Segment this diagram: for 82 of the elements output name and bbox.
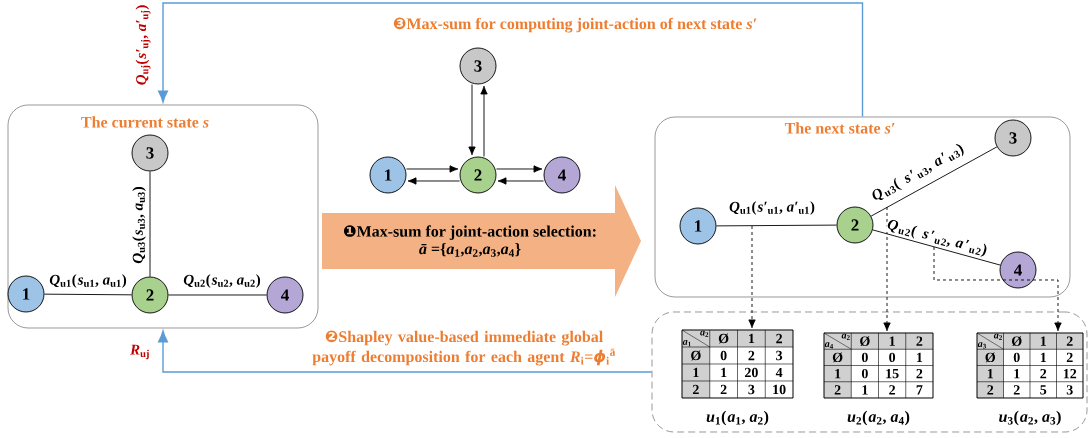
feedback-arrow <box>158 2 864 118</box>
edge-label: Q$_{u2}$(s′$_{u2}$, a′$_{u2}$) <box>885 217 989 259</box>
table-cell: 2 <box>889 385 895 395</box>
table-cell: 2 <box>776 333 782 344</box>
table-cell: 15 <box>886 368 899 379</box>
leader-line <box>748 225 756 329</box>
table-cell: 2 <box>720 384 727 395</box>
table-cell: 3 <box>776 350 783 361</box>
step-caption: ❷Shapley value-based immediate global payoff decomposition for each agent R$_{i}$=ϕ$_{i}$ā <box>312 330 616 366</box>
table-cell: Ø <box>691 350 701 361</box>
table-cell: 2 <box>916 336 923 346</box>
table-cell: 1 <box>693 367 699 378</box>
connector-line <box>870 146 998 217</box>
leader-line <box>933 246 1062 332</box>
table-cell: 1 <box>749 333 755 344</box>
feedback-arrow <box>158 330 653 373</box>
table-cell: 2 <box>987 385 994 395</box>
table-cell: 0 <box>861 368 868 379</box>
arrow <box>497 177 544 185</box>
edge-label: Q$_{u1}$(s′$_{u1}$, a′$_{u1}$) <box>728 200 816 216</box>
table-cell: 3 <box>1066 385 1073 395</box>
table-cell: 7 <box>916 385 923 395</box>
arrow <box>407 177 460 185</box>
edge-label: Q$_{u1}$(s$_{u1}$, a$_{u1}$) <box>48 273 128 289</box>
connector-line <box>872 229 1001 266</box>
table-cell: 1 <box>835 369 841 379</box>
table-cell: Ø <box>718 333 729 344</box>
table-cell: 2 <box>1013 385 1020 395</box>
table-cell: 10 <box>773 384 786 395</box>
arrow <box>406 165 459 173</box>
table-cell: a$_{2}$ <box>700 330 709 337</box>
connector-line <box>716 224 837 227</box>
table-cell: 1 <box>889 336 895 346</box>
arrow <box>480 85 488 157</box>
table-cell: 2 <box>1066 352 1073 362</box>
table-cell: 2 <box>834 385 841 395</box>
edge-label: R$_{uj}$ <box>129 344 151 360</box>
table-cell: 2 <box>916 369 923 379</box>
table-cell: 0 <box>889 352 896 363</box>
table-cell: 4 <box>775 367 783 378</box>
table-cell: 2 <box>748 350 755 361</box>
dashed-panel <box>651 311 1088 433</box>
table-cell: 2 <box>1040 369 1047 379</box>
table-cell: 1 <box>987 369 993 379</box>
table-cell: 2 <box>1066 336 1073 346</box>
leader-line <box>883 206 891 332</box>
table-cell: 20 <box>744 367 758 378</box>
table-cell: 3 <box>748 384 755 395</box>
table-cell: Ø <box>860 336 870 347</box>
table-cell: a$_{2}$ <box>841 333 850 340</box>
arrow <box>496 165 543 173</box>
table-cell: a$_{1}$ <box>682 340 691 347</box>
connector-line <box>168 294 267 296</box>
table-cell: 12 <box>1063 369 1077 379</box>
table-cell: a$_{4}$ <box>824 342 834 349</box>
edge-label: Q$_{u3}$(s′$_{u3}$, a′$_{u3}$) <box>869 141 967 205</box>
table-cell: 0 <box>720 350 727 361</box>
table-caption: u$_{3}$(a$_{2}$, a$_{3}$) <box>999 410 1061 426</box>
table-cell: 1 <box>1040 352 1046 362</box>
table-cell: 1 <box>917 352 923 362</box>
table-cell: 0 <box>1013 352 1020 363</box>
table-cell: 1 <box>862 385 868 395</box>
table-caption: u$_{2}$(a$_{2}$, a$_{4}$) <box>847 410 910 426</box>
edge-label: Q$_{u2}$(s$_{u2}$, a$_{u2}$) <box>182 273 262 289</box>
table-cell: 1 <box>721 367 727 378</box>
table-cell: a$_{2}$ <box>993 333 1002 340</box>
step-caption: ❸Max-sum for computing joint-action of next state s′ <box>393 17 757 33</box>
table-cell: a$_{3}$ <box>977 342 986 349</box>
edge-label: Q$_{uj}$(s′$_{uj}$, a′$_{uj}$) <box>135 4 151 86</box>
arrow <box>468 84 476 156</box>
table-caption: u$_{1}$(a$_{1}$, a$_{2}$) <box>706 410 769 426</box>
connector-line <box>44 293 132 296</box>
table-cell: 1 <box>1040 336 1046 346</box>
table-cell: 2 <box>692 384 699 395</box>
table-cell: Ø <box>1012 336 1022 347</box>
table-cell: Ø <box>832 352 843 363</box>
table-cell: Ø <box>985 352 995 363</box>
table-cell: 1 <box>1014 369 1020 379</box>
edge-label: Q$_{u3}$(s$_{u3}$, a$_{u3}$) <box>131 185 147 265</box>
table-cell: 0 <box>861 352 868 363</box>
connector-line <box>149 171 151 277</box>
table-cell: 5 <box>1040 385 1047 395</box>
